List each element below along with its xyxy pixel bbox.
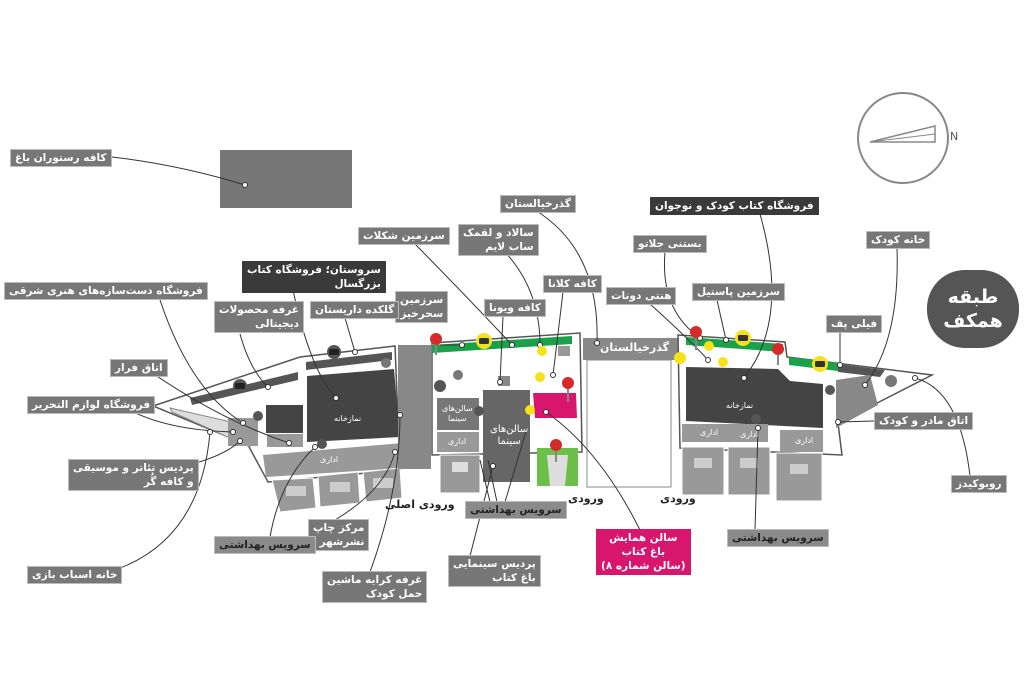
label-gelato[interactable]: بستنی جلاتو — [633, 235, 707, 253]
label-stroller-rental[interactable]: غرفه کرایه ماشین حمل کودک — [322, 571, 428, 603]
restroom-icon — [825, 385, 835, 395]
label-restroom[interactable]: سرویس بهداشتی — [465, 501, 567, 519]
pin-icon — [690, 326, 702, 350]
label-pastille-land[interactable]: سرزمین پاستیل — [692, 283, 785, 301]
label-cinema-campus[interactable]: پردیس سینمایی باغ کتاب — [448, 555, 541, 587]
phone-icon — [317, 439, 327, 449]
label-stationery-store[interactable]: فروشگاه لوازم التحریر — [27, 396, 156, 414]
north-label: N — [950, 130, 959, 143]
label-kids-house[interactable]: خانه کودک — [866, 231, 931, 249]
main-entrance-label: ورودی اصلی — [385, 498, 455, 511]
pin-icon — [550, 439, 562, 462]
cinema-halls-label: سالن‌های سینما — [490, 424, 529, 447]
right-wing — [677, 334, 935, 502]
pin-icons — [430, 326, 784, 462]
entrance-label: ورودی — [568, 492, 604, 505]
sofa-icon — [735, 330, 751, 346]
food-icon — [535, 372, 545, 382]
office-left[interactable] — [263, 443, 404, 477]
label-passage[interactable]: گذرخیالستان — [500, 195, 576, 213]
seating-icons — [233, 330, 828, 393]
pin-icon — [772, 343, 784, 365]
restroom-icon — [434, 380, 446, 392]
phone-icon — [525, 405, 535, 415]
label-restroom[interactable]: سرویس بهداشتی — [727, 529, 829, 547]
label-robokids[interactable]: روبوکیدز — [951, 475, 1007, 493]
entrance-label: ورودی — [660, 492, 696, 505]
label-chocolate-land[interactable]: سرزمین شکلات — [358, 227, 450, 245]
label-donut[interactable]: هنتی دونات — [606, 287, 677, 305]
label-adult-bookstore[interactable]: سروستان؛ فروشگاه کتاب بزرگسال — [242, 261, 386, 293]
office-label: اداری — [740, 430, 759, 439]
label-print-center[interactable]: مرکز چاپ نشرشهر — [308, 519, 370, 551]
scissors-icon — [885, 375, 897, 387]
label-cafe-viona[interactable]: کافه ویونا — [484, 299, 546, 317]
label-sahar-khiz[interactable]: سرزمین سحرخیز — [395, 291, 449, 323]
prayer-room-left[interactable] — [307, 369, 400, 442]
label-mother-child-room[interactable]: اتاق مادر و کودک — [874, 412, 974, 430]
floor-badge: طبقه همکف — [927, 270, 1019, 348]
label-salad-sublime[interactable]: سالاد و لقمک ساب لایم — [458, 224, 539, 256]
label-garden-cafe[interactable]: کافه رستوران باغ — [10, 149, 112, 167]
label-digital-booth[interactable]: غرفه محصولات دیجیتالی — [214, 301, 304, 333]
label-fili-puff[interactable]: فیلی پف — [826, 315, 883, 333]
office-label: اداری — [448, 437, 467, 446]
pin-icon — [430, 333, 442, 355]
phone-icon — [474, 406, 484, 416]
label-restroom[interactable]: سرویس بهداشتی — [214, 536, 316, 554]
sofa-icon — [327, 345, 341, 359]
food-icon — [718, 357, 728, 367]
passage-area[interactable] — [583, 338, 678, 488]
passage-label: گذرخیالستان — [600, 341, 669, 354]
garden-cafe-area[interactable] — [220, 150, 352, 208]
atm-icon — [453, 370, 463, 380]
compass-icon — [857, 92, 949, 184]
label-conference-hall[interactable]: سالن همایش باغ کتاب (سالن شماره ۸) — [596, 529, 691, 575]
label-cafe-kalana[interactable]: کافه کلانا — [543, 275, 602, 293]
label-handicraft-store[interactable]: فروشگاه دست‌سازه‌های هنری شرقی — [4, 282, 208, 300]
leader-lines — [97, 156, 971, 576]
sofa-icon — [233, 379, 247, 393]
label-flower-shop[interactable]: گلکده داریستان — [310, 301, 400, 319]
office-label: اداری — [320, 455, 339, 464]
pin-icon — [562, 377, 574, 402]
label-kids-bookstore[interactable]: فروشگاه کتاب کودک و نوجوان — [650, 197, 819, 215]
office-label: اداری — [795, 436, 814, 445]
cinema-halls-small[interactable] — [437, 398, 479, 430]
cinema-halls-label: سالن‌های سینما — [442, 404, 473, 423]
restroom-icon — [674, 352, 686, 364]
sofa-icon — [812, 356, 828, 372]
phone-icon — [751, 414, 761, 424]
office-label: اداری — [700, 428, 719, 437]
label-theatre-music[interactable]: پردیس تئاتر و موسیقی و کافه گُر — [68, 459, 199, 491]
restroom-icon — [253, 411, 263, 421]
prayer-room-left-label: نمازخانه — [334, 414, 362, 423]
location-dots — [207, 182, 918, 469]
label-escape-room[interactable]: اتاق فرار — [110, 359, 168, 377]
atm-icon — [381, 358, 391, 368]
label-toy-house[interactable]: خانه اسباب بازی — [27, 566, 123, 584]
prayer-room-right-label: نمازخانه — [726, 401, 754, 410]
prayer-room-right[interactable] — [686, 367, 823, 428]
conference-hall-8[interactable] — [533, 393, 577, 418]
left-wing — [150, 345, 431, 513]
food-icons — [253, 341, 897, 449]
food-icon — [537, 346, 547, 356]
sofa-icon — [476, 333, 492, 349]
food-icon — [704, 341, 714, 351]
